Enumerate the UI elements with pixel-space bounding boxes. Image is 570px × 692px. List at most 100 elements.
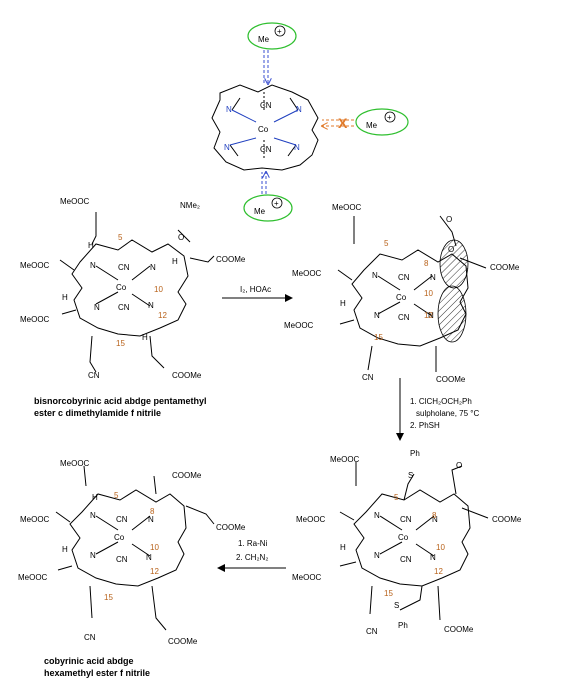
atom-label: N [374,511,380,520]
attack-arrow-top [264,50,268,84]
atom-label: CN [116,555,128,564]
atom-label: MeOOC [18,573,48,582]
structure-final-product: MeOOC MeOOC MeOOC COOMe COOMe COOMe CN N… [18,459,246,646]
atom-label: CN [116,515,128,524]
atom-label: 15 [374,333,383,342]
atom-label: CN [118,263,130,272]
cn-ligand: CN [260,101,272,110]
atom-label: COOMe [492,515,522,524]
atom-label: 8 [424,259,429,268]
n-atom: N [294,143,300,152]
atom-label: N [94,303,100,312]
atom-label: S [408,471,413,480]
atom-label: O [446,215,452,224]
reagent-step2-line2: sulpholane, 75 °C [416,409,479,418]
atom-label: 15 [116,339,125,348]
atom-label: 12 [424,311,433,320]
atom-label: CN [400,515,412,524]
atom-label: 15 [384,589,393,598]
atom-label: Me [254,207,266,216]
cobalt-atom: Co [258,125,269,134]
reagent-step1: I₂, HOAc [240,285,271,294]
atom-label: N [374,551,380,560]
atom-label: MeOOC [20,315,50,324]
atom-label: MeOOC [332,203,362,212]
atom-label: H [172,257,178,266]
n-atom: N [224,143,230,152]
atom-label: 5 [384,239,389,248]
atom-label: MeOOC [292,269,322,278]
atom-label: MeOOC [60,459,90,468]
atom-label: Co [114,533,125,542]
atom-label: N [430,553,436,562]
blocked-x-icon: X [338,115,348,131]
reagent-step2-line1: 1. ClCH₂OCH₂Ph [410,397,472,406]
structure-thioether-intermediate: MeOOC MeOOC MeOOC COOMe COOMe CN Ph S S … [292,449,522,636]
atom-label: N [150,263,156,272]
atom-label: N [90,261,96,270]
atom-label: 12 [150,567,159,576]
atom-label: H [340,543,346,552]
atom-label: CN [398,313,410,322]
methyl-cation-bottom: Me + [243,194,293,222]
atom-label: CN [362,373,374,382]
reagent-step2-line3: 2. PhSH [410,421,440,430]
atom-label: CN [366,627,378,636]
structure-lactone-intermediate: MeOOC MeOOC MeOOC COOMe COOMe CN O O N N… [284,203,520,384]
atom-label: 8 [150,507,155,516]
atom-label: CN [398,273,410,282]
caption-start-line1: bisnorcobyrinic acid abdge pentamethyl [34,396,207,406]
reagent-step3-line1: 1. Ra-Ni [238,539,268,548]
blocked-attack-arrow [322,120,354,126]
atom-label: MeOOC [60,197,90,206]
atom-label: Me [258,35,270,44]
atom-label: Ph [398,621,408,630]
atom-label: H [88,241,94,250]
n-atom: N [226,105,232,114]
atom-label: COOMe [216,523,246,532]
atom-label: COOMe [216,255,246,264]
atom-label: N [146,553,152,562]
top-corrin-complex: N N N N Co CN CN [211,84,319,171]
atom-label: N [90,511,96,520]
atom-label: MeOOC [20,515,50,524]
atom-label: N [148,301,154,310]
caption-final-line1: cobyrinic acid abdge [44,656,134,666]
methyl-cation-top: Me + [247,22,297,50]
atom-label: N [374,311,380,320]
atom-label: H [62,545,68,554]
atom-label: Co [116,283,127,292]
atom-label: 10 [150,543,159,552]
atom-label: Ph [410,449,420,458]
atom-label: Me [366,121,378,130]
atom-label: MeOOC [330,455,360,464]
atom-label: H [92,493,98,502]
atom-label: COOMe [490,263,520,272]
atom-label: CN [88,371,100,380]
atom-label: H [340,299,346,308]
reagent-step3-line2: 2. CH₂N₂ [236,553,268,562]
atom-label: N [90,551,96,560]
atom-label: H [62,293,68,302]
atom-label: 10 [424,289,433,298]
atom-label: COOMe [172,471,202,480]
atom-label: N [428,311,434,320]
methyl-cation-right: Me + [355,108,409,136]
atom-label: CN [118,303,130,312]
atom-label: MeOOC [20,261,50,270]
hatched-region-d [437,285,467,343]
atom-label: MeOOC [296,515,326,524]
atom-label: COOMe [436,375,466,384]
atom-label: COOMe [444,625,474,634]
atom-label: 5 [114,491,119,500]
caption-start-line2: ester c dimethylamide f nitrile [34,408,161,418]
atom-label: 5 [118,233,123,242]
atom-label: MeOOC [292,573,322,582]
atom-label: CN [400,555,412,564]
atom-label: N [432,515,438,524]
atom-label: COOMe [172,371,202,380]
atom-label: H [142,333,148,342]
atom-label: 10 [154,285,163,294]
atom-label: MeOOC [284,321,314,330]
